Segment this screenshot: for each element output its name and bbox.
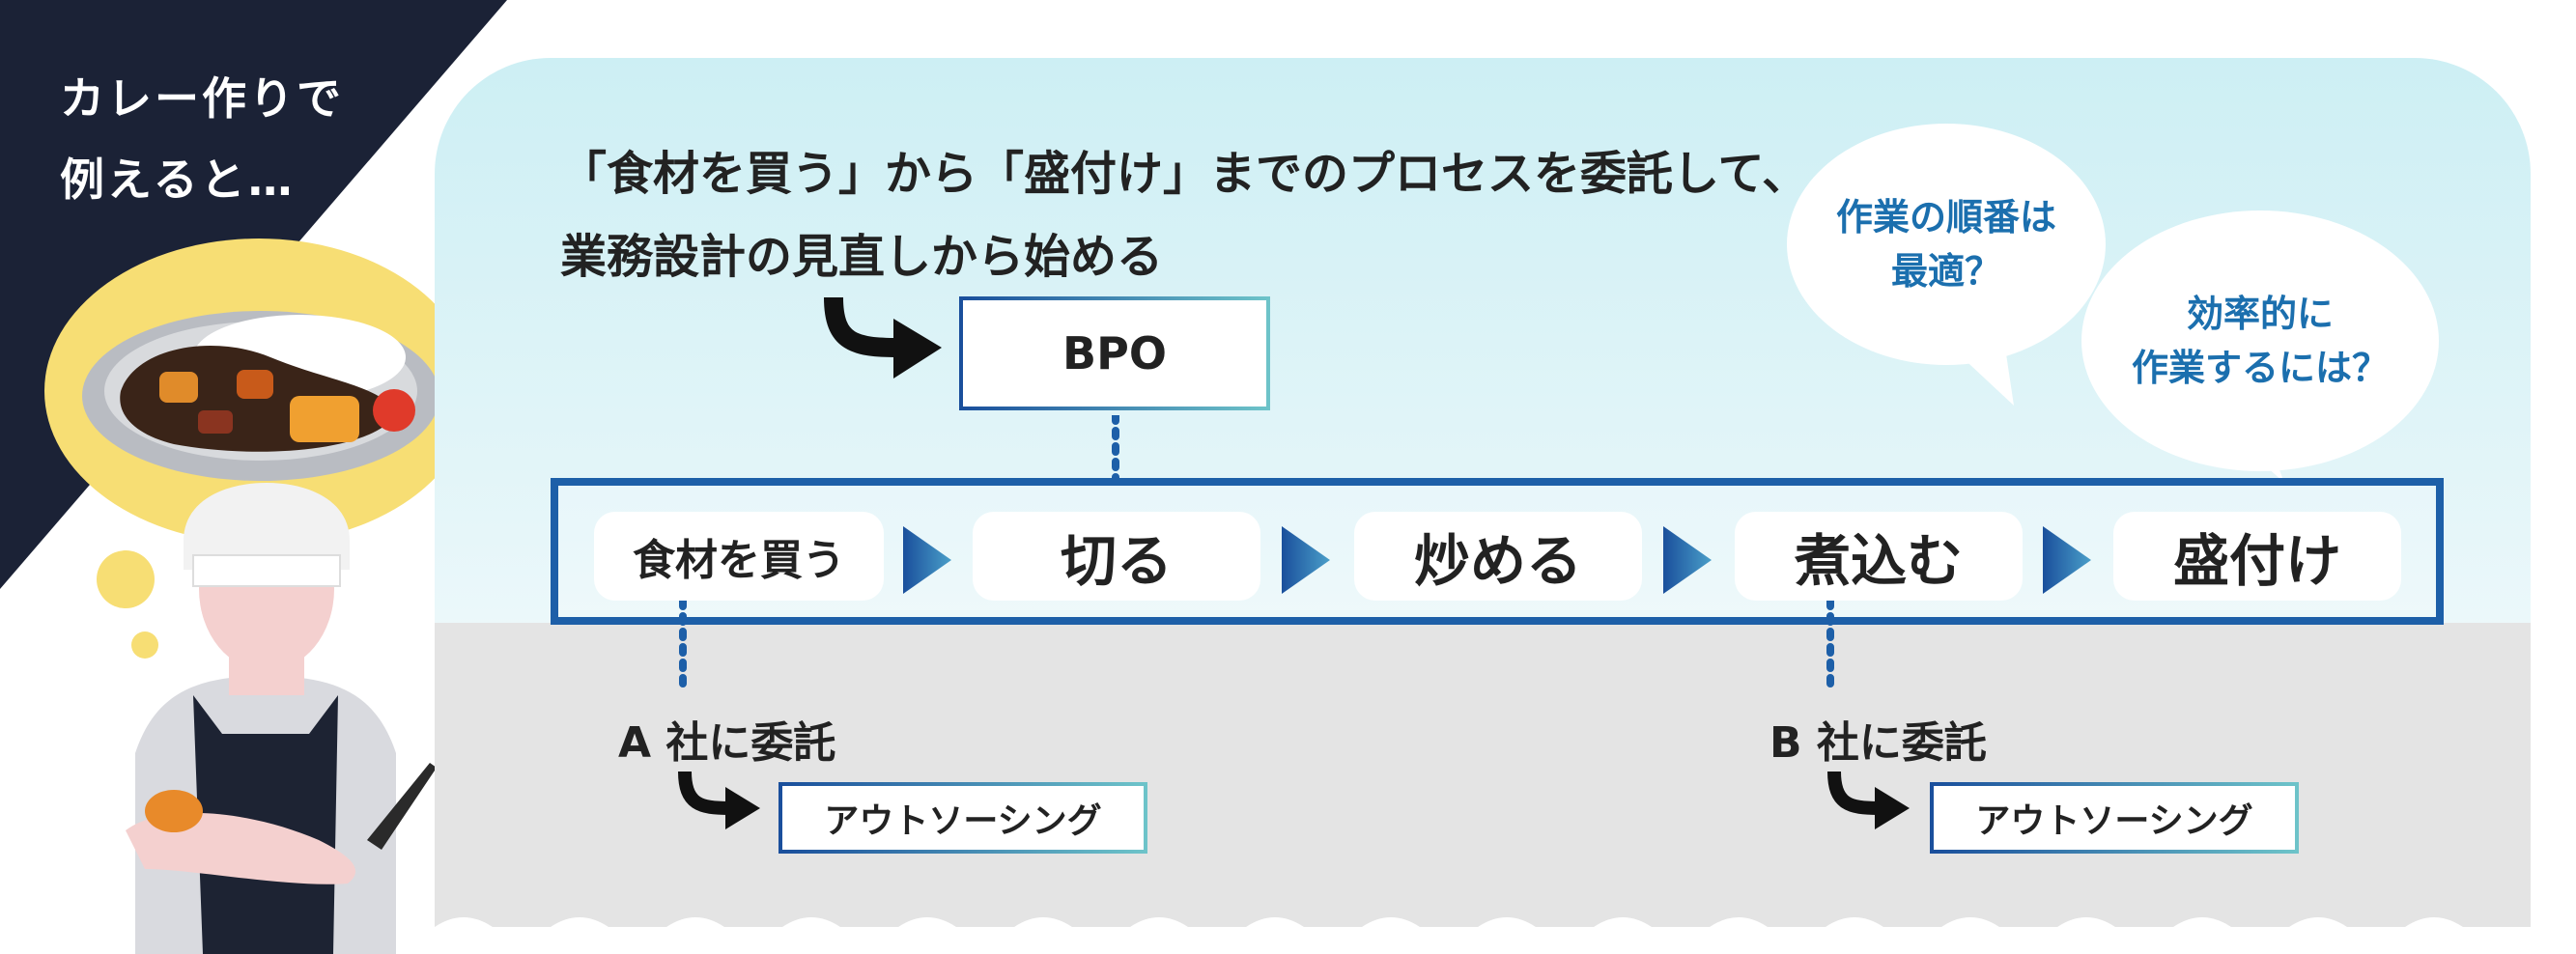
arrow-to-outsource-a-icon [678, 771, 760, 829]
chef-figure [126, 483, 437, 954]
step-stir-fry: 炒める [1354, 512, 1642, 601]
chevron-right-icon [903, 526, 951, 594]
step-arrows [903, 526, 2091, 594]
bubble-order-line1: 作業の順番は [1835, 196, 2056, 238]
bubble-efficiency-line1: 効率的に [2186, 293, 2334, 335]
speech-bubble-efficiency: 効率的に 作業するには？ [2081, 210, 2439, 471]
speech-bubble-order: 作業の順番は 最適？ [1787, 124, 2106, 365]
chevron-right-icon [1282, 526, 1330, 594]
step-buy-ingredients: 食材を買う [594, 512, 884, 601]
corner-text-line1: カレー作りで [60, 72, 344, 125]
company-b-connector [1826, 601, 1834, 687]
bubble-efficiency-line2: 作業するには？ [2131, 347, 2389, 389]
wavy-bottom-edge [435, 917, 2531, 927]
lower-gray-area [435, 623, 2531, 927]
step-simmer: 煮込む [1735, 512, 2023, 601]
arrow-to-outsource-b-icon [1827, 771, 1910, 829]
step-serve: 盛付け [2113, 512, 2401, 601]
description-line2: 業務設計の見直しから始める [560, 230, 1164, 284]
description-line1: 「食材を買う」から「盛付け」までのプロセスを委託して、 [560, 147, 1809, 201]
bpo-connector [1112, 415, 1119, 478]
corner-text-line2: 例えると… [60, 154, 296, 206]
chevron-right-icon [1663, 526, 1712, 594]
outsource-b-box: アウトソーシング [1930, 782, 2299, 854]
company-a-connector [679, 601, 687, 687]
company-a-label: A 社に委託 [618, 718, 836, 768]
step-cut: 切る [973, 512, 1260, 601]
chevron-right-icon [2043, 526, 2091, 594]
outsource-a-box: アウトソーシング [778, 782, 1147, 854]
bpo-box: BPO [959, 296, 1270, 410]
arrow-to-bpo-icon [824, 296, 942, 379]
curry-plate-icon [82, 311, 439, 481]
company-b-label: B 社に委託 [1769, 718, 1987, 768]
bubble-order-line2: 最適？ [1890, 250, 2001, 293]
